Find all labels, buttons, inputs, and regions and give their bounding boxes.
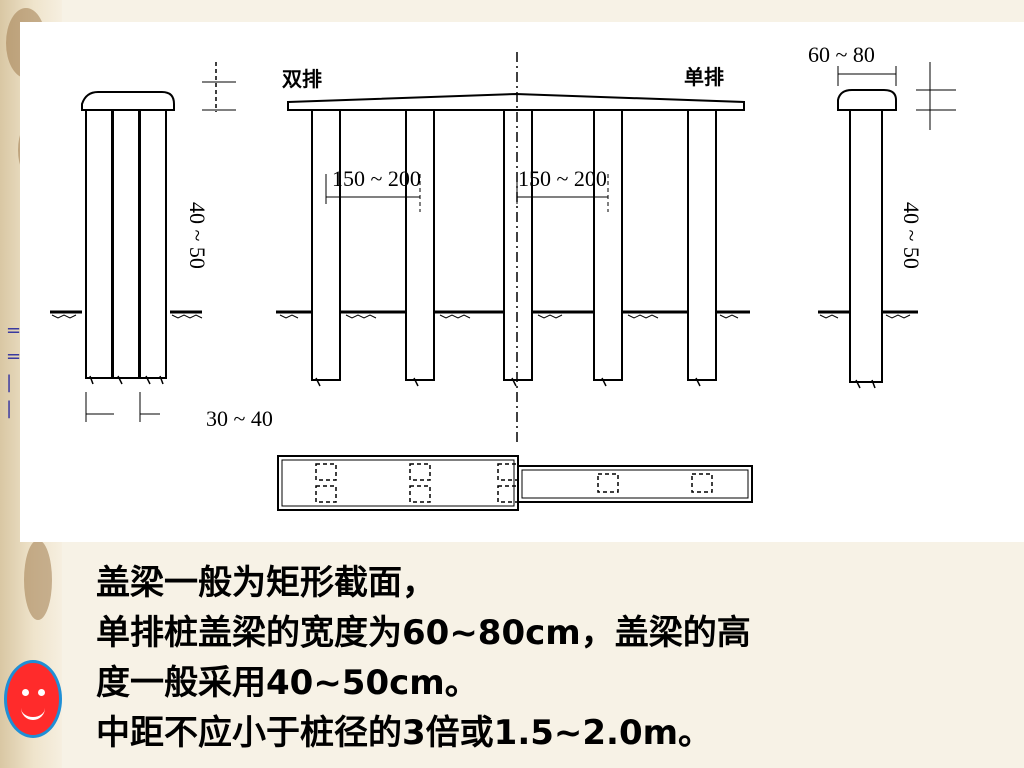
dim-spacing-1: 150 ~ 200	[332, 166, 421, 191]
dim-spacing-2: 150 ~ 200	[518, 166, 607, 191]
pile-cap-diagram: 双排 单排 60 ~ 80 150 ~ 200 150 ~ 200 30 ~ 4…	[50, 42, 956, 511]
dim-cap-width: 60 ~ 80	[808, 42, 875, 67]
description-text: 盖梁一般为矩形截面， 单排桩盖梁的宽度为60~80cm，盖梁的高 度一般采用40…	[96, 558, 996, 758]
leaf-decor	[24, 540, 52, 620]
dim-cap-height-right: 40 ~ 50	[899, 202, 924, 269]
label-single-row: 单排	[684, 65, 724, 89]
text-line-4: 中距不应小于桩径的3倍或1.5~2.0m。	[96, 713, 713, 753]
text-line-2: 单排桩盖梁的宽度为60~80cm，盖梁的高	[96, 613, 751, 653]
dim-cap-height-left: 40 ~ 50	[185, 202, 210, 269]
dim-pile-dia: 30 ~ 40	[206, 406, 273, 431]
label-double-row: 双排	[282, 67, 322, 91]
edge-text-fragment: ==||	[6, 320, 22, 419]
smiley-icon	[4, 660, 62, 738]
text-line-1: 盖梁一般为矩形截面，	[96, 563, 436, 603]
text-line-3: 度一般采用40~50cm。	[96, 663, 479, 703]
